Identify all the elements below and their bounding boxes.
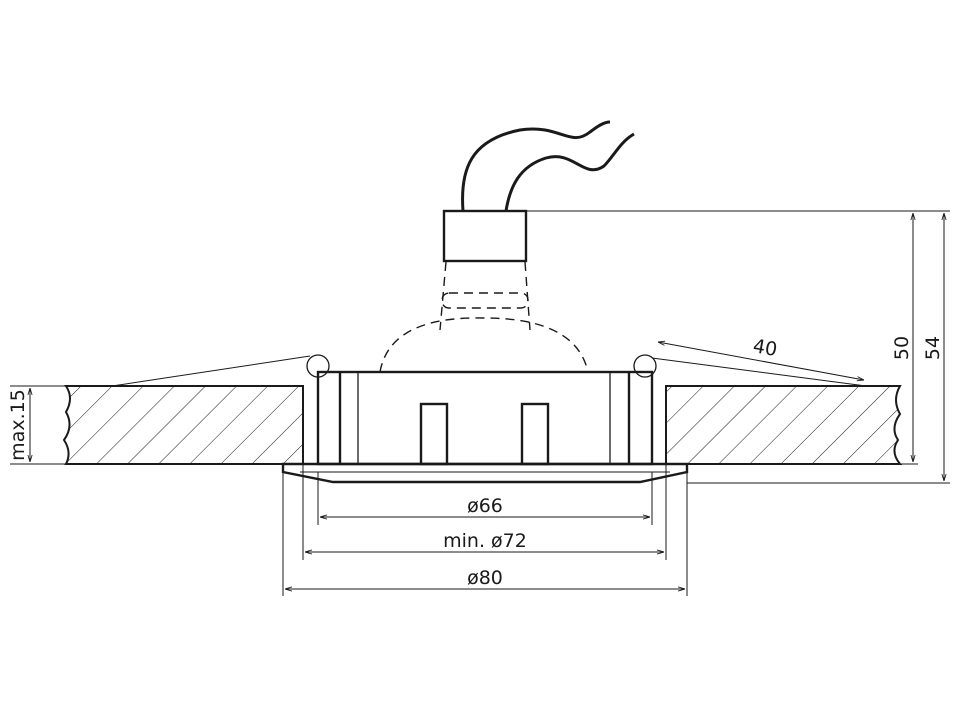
dim-label-min72: min. ø72 [443, 530, 527, 552]
ceiling-panel-right [665, 385, 903, 465]
spring-clip-right [633, 354, 867, 387]
connector-block [442, 209, 528, 263]
spring-clip-left [111, 354, 330, 387]
power-cable [461, 120, 635, 212]
dim-label-80: ø80 [467, 567, 503, 589]
ceiling-panel-left [62, 385, 304, 465]
dim-label-66: ø66 [467, 495, 503, 517]
dim-label-54: 54 [922, 336, 944, 360]
dim-label-50: 50 [891, 336, 913, 360]
trim-flange [281, 462, 689, 484]
dim-label-max15: max.15 [7, 389, 29, 461]
dim-label-40: 40 [751, 335, 779, 361]
lamp-dome-dashed [379, 261, 589, 373]
housing-body [316, 370, 654, 466]
dim-line-40 [658, 342, 864, 380]
extension-lines [10, 210, 950, 596]
